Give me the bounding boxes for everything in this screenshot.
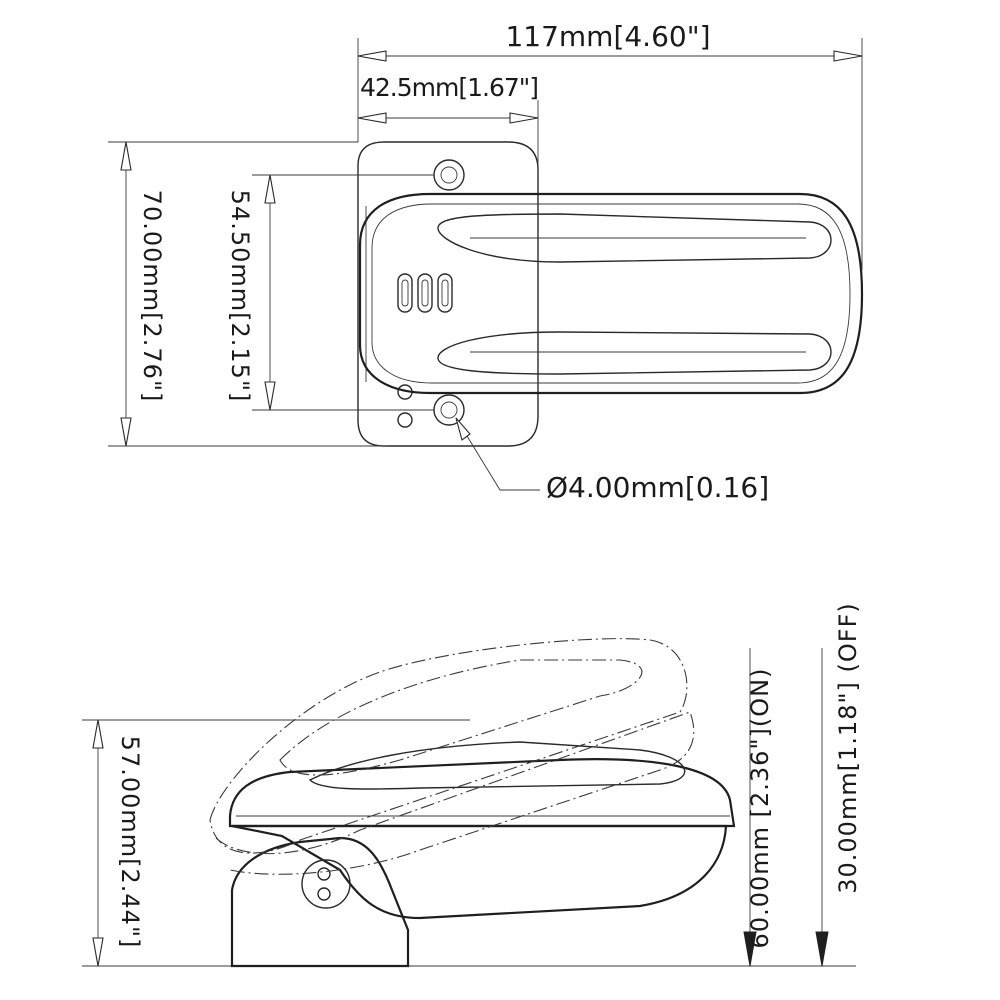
side-view: 57.00mm[2.44"] 60.00mm [2.36"](ON) 30.00… [82,602,862,968]
mounting-hole-bottom-inner [440,401,458,419]
vent-slot-3-inner [441,279,449,307]
arrow-travel-off [815,931,829,967]
arrow-overall-height-top [120,141,132,171]
arrow-base-width-right [509,112,539,124]
pedal-side-lower [231,824,728,920]
pedal-inner-rim [371,203,851,384]
label-travel-on: 60.00mm [2.36"](ON) [746,668,774,949]
pedal-raised-lower-phantom [215,711,695,875]
pedal-outline [358,192,864,395]
arrow-overall-width-right [833,50,863,62]
hinge-base [230,836,410,968]
top-view: 117mm[4.60"] 42.5mm[1.67"] 70.00mm[2.76"… [108,20,864,504]
label-hole-diameter: Ø4.00mm[0.16] [546,471,769,504]
arrow-total-height-bottom [92,937,104,967]
grip-slot-upper [437,213,832,263]
label-overall-height: 70.00mm[2.76"] [138,190,166,403]
arrow-total-height-top [92,719,104,749]
pedal-side-grip [308,741,686,790]
arrow-travel-on [743,931,757,967]
label-base-width: 42.5mm[1.67"] [360,73,538,102]
hinge-cable-port [301,859,351,909]
grip-slot-lower [437,331,832,375]
label-overall-width: 117mm[4.60"] [505,20,710,53]
arrow-hole-spacing-top [264,174,276,204]
arrow-hole-diameter [455,417,471,441]
mounting-hole-bottom [433,394,465,426]
arrow-base-width-left [357,112,387,124]
leader-hole-diameter [455,417,540,491]
vent-slot-3 [437,273,453,313]
hinge-port-hole-2 [317,887,331,901]
hinge-port-hole-1 [317,867,331,881]
arrow-overall-height-bottom [120,417,132,447]
vent-slot-1 [397,273,413,313]
mounting-hole-top-inner [440,166,458,184]
arrow-hole-spacing-bottom [264,381,276,411]
vent-slot-1-inner [401,279,409,307]
vent-slot-2 [417,273,433,313]
label-travel-off: 30.00mm[1.18"] (OFF) [834,602,862,894]
pedal-raised-phantom [209,638,688,854]
pedal-raised-grip-phantom [279,659,643,776]
label-total-height: 57.00mm[2.44"] [116,736,144,949]
pedal-side-body [228,758,736,828]
cable-hole-2 [397,412,413,428]
arrow-overall-width-left [357,50,387,62]
label-hole-spacing: 54.50mm[2.15"] [226,190,254,403]
vent-slot-2-inner [421,279,429,307]
mounting-hole-top [433,159,465,191]
base-plate-outline [357,141,539,447]
